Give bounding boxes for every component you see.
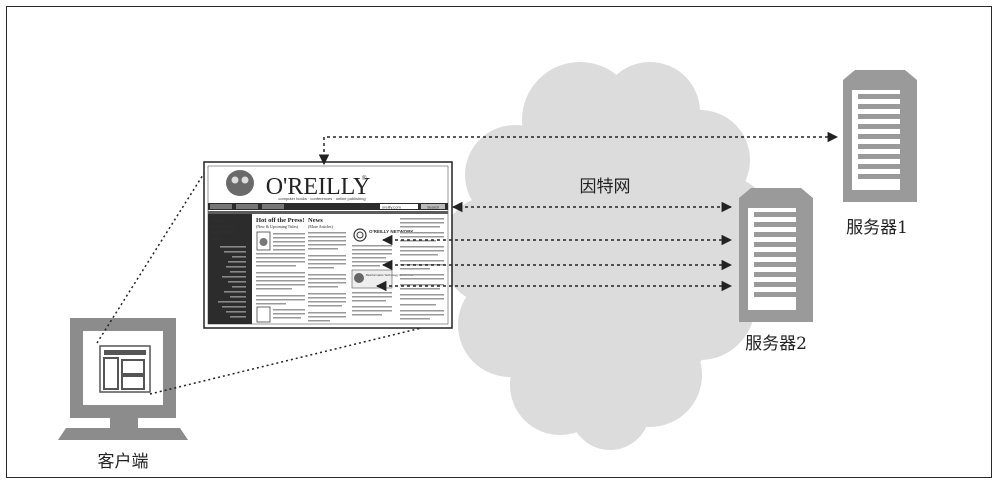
webpage-tagline: computer books · conferences · online pu…: [278, 196, 365, 201]
main-text-lines: [256, 233, 305, 319]
news-text-lines: [308, 232, 346, 322]
server-2: [739, 188, 813, 322]
promo-text-lines: [352, 245, 392, 316]
webpage-search-input: [380, 204, 418, 209]
server-2-stripes: [754, 212, 796, 297]
client-label: 客户端: [98, 452, 149, 472]
monitor-base: [58, 428, 188, 440]
webpage-search-button-label: Search: [427, 206, 439, 210]
nav-item-3: Jobs: [211, 236, 220, 241]
nav-item-0: Search: [211, 218, 225, 223]
screen-window-icon: [99, 345, 151, 393]
webpage-news-title: News: [308, 217, 323, 224]
internet-label: 因特网: [580, 177, 631, 197]
webpage-brand-mark: ®: [362, 175, 367, 182]
arrow-to-server-1: [318, 131, 839, 166]
webpage-navbar: [208, 203, 448, 210]
internet-cloud: [440, 62, 775, 450]
zoom-lines: [96, 166, 447, 395]
connection-arrows: [318, 131, 839, 292]
sidebar-link-lines: [218, 246, 246, 318]
server-1: [843, 70, 917, 202]
server-2-label: 服务器2: [745, 334, 807, 354]
server-1-label: 服务器1: [846, 218, 908, 238]
server-1-stripes: [858, 94, 900, 179]
nav-item-1: Product List: [211, 224, 234, 229]
webpage-news-sub: (More Articles): [308, 224, 333, 229]
webpage-promo-2: Bioinformatics Technology Conference: [366, 273, 414, 277]
client-computer: [58, 318, 188, 440]
webpage-promo-1: O'REILLY NETWORK: [369, 229, 414, 234]
webpage-brand: O'REILLY: [266, 174, 371, 200]
book-cover-image-2: [256, 306, 271, 323]
webpage-screenshot: O'REILLY ® computer books · conferences …: [203, 161, 453, 329]
webpage-headline: Hot off the Press!: [256, 217, 304, 224]
diagram-frame: [6, 6, 992, 478]
webpage-search-button: [421, 204, 445, 209]
webpage-sidebar: [208, 214, 252, 324]
webpage-subhead: (New & Upcoming Titles): [256, 224, 299, 229]
monitor-neck: [110, 418, 138, 428]
tarsier-logo-icon: [226, 170, 254, 196]
nav-item-2: Press Room: [211, 230, 235, 235]
webpage-search-value: oreilly.com: [382, 205, 401, 210]
network-spiral-icon: [353, 228, 367, 242]
